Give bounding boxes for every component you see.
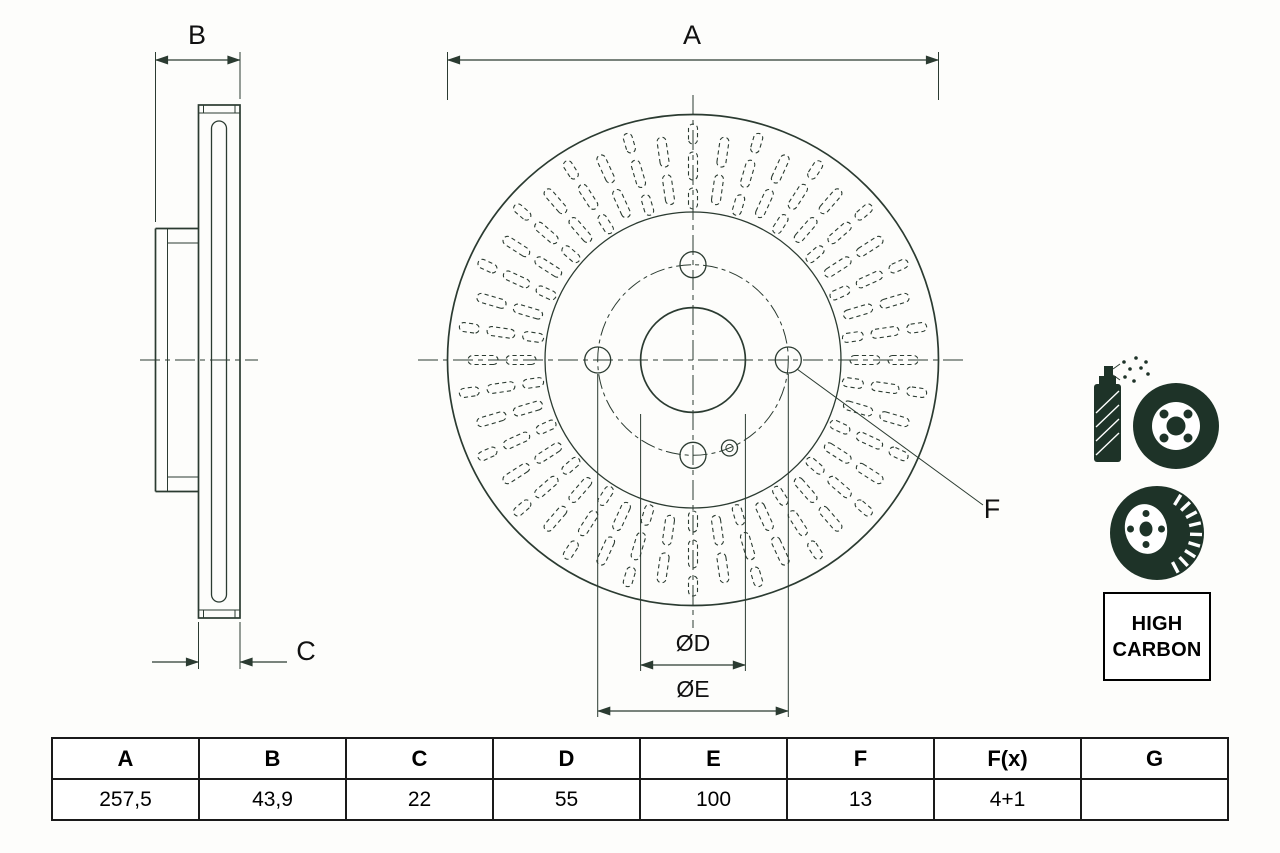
coating-spray-icon [1094, 356, 1219, 469]
dim-label-b: B [188, 20, 206, 50]
table-value-d: 55 [492, 778, 641, 821]
table-header-c: C [345, 737, 494, 780]
leader-f: F [796, 368, 1001, 524]
table-value-g [1080, 778, 1229, 821]
spray-can-icon [1094, 356, 1150, 462]
table-value-c: 22 [345, 778, 494, 821]
locating-pin-hole [720, 439, 739, 457]
table-header-d: D [492, 737, 641, 780]
dim-label-d: ØD [676, 630, 711, 656]
table-header-g: G [1080, 737, 1229, 780]
table-header-f: F [786, 737, 935, 780]
side-view-cross-section [140, 104, 258, 619]
dim-label-c: C [296, 636, 316, 666]
table-value-fx: 4+1 [933, 778, 1082, 821]
dim-label-e: ØE [676, 676, 709, 702]
ventilation-slots [458, 123, 928, 597]
dimension-table: A B C D E F F(x) G 257,5 43,9 22 55 100 … [51, 737, 1229, 821]
dimension-d: ØD [639, 414, 747, 671]
dim-label-a: A [683, 20, 701, 50]
table-value-b: 43,9 [198, 778, 347, 821]
table-value-a: 257,5 [51, 778, 200, 821]
locating-pin-hole-inner [725, 443, 734, 453]
table-header-fx: F(x) [933, 737, 1082, 780]
table-header-b: B [198, 737, 347, 780]
dim-label-f: F [984, 494, 1001, 524]
table-header-a: A [51, 737, 200, 780]
dimension-a: A [446, 20, 940, 100]
high-carbon-line2: CARBON [1112, 638, 1202, 661]
dimension-b: B [154, 20, 241, 222]
table-value-e: 100 [639, 778, 788, 821]
brake-disc-technical-drawing: B A C ØD ØE [140, 20, 1219, 717]
table-header-row: A B C D E F F(x) G [51, 737, 1229, 780]
vented-brake-disc-icon [1110, 486, 1204, 580]
dimension-e: ØE [597, 374, 789, 717]
high-carbon-line1: HIGH [1131, 612, 1183, 635]
table-value-f: 13 [786, 778, 935, 821]
dimension-c: C [152, 622, 316, 669]
coated-disc-icon [1133, 383, 1219, 469]
table-value-row: 257,5 43,9 22 55 100 13 4+1 [51, 778, 1229, 821]
high-carbon-badge: HIGH CARBON [1103, 592, 1211, 681]
front-view [418, 95, 968, 628]
vent-channel [210, 120, 228, 603]
bolt-hole-bottom [679, 441, 707, 469]
table-header-e: E [639, 737, 788, 780]
